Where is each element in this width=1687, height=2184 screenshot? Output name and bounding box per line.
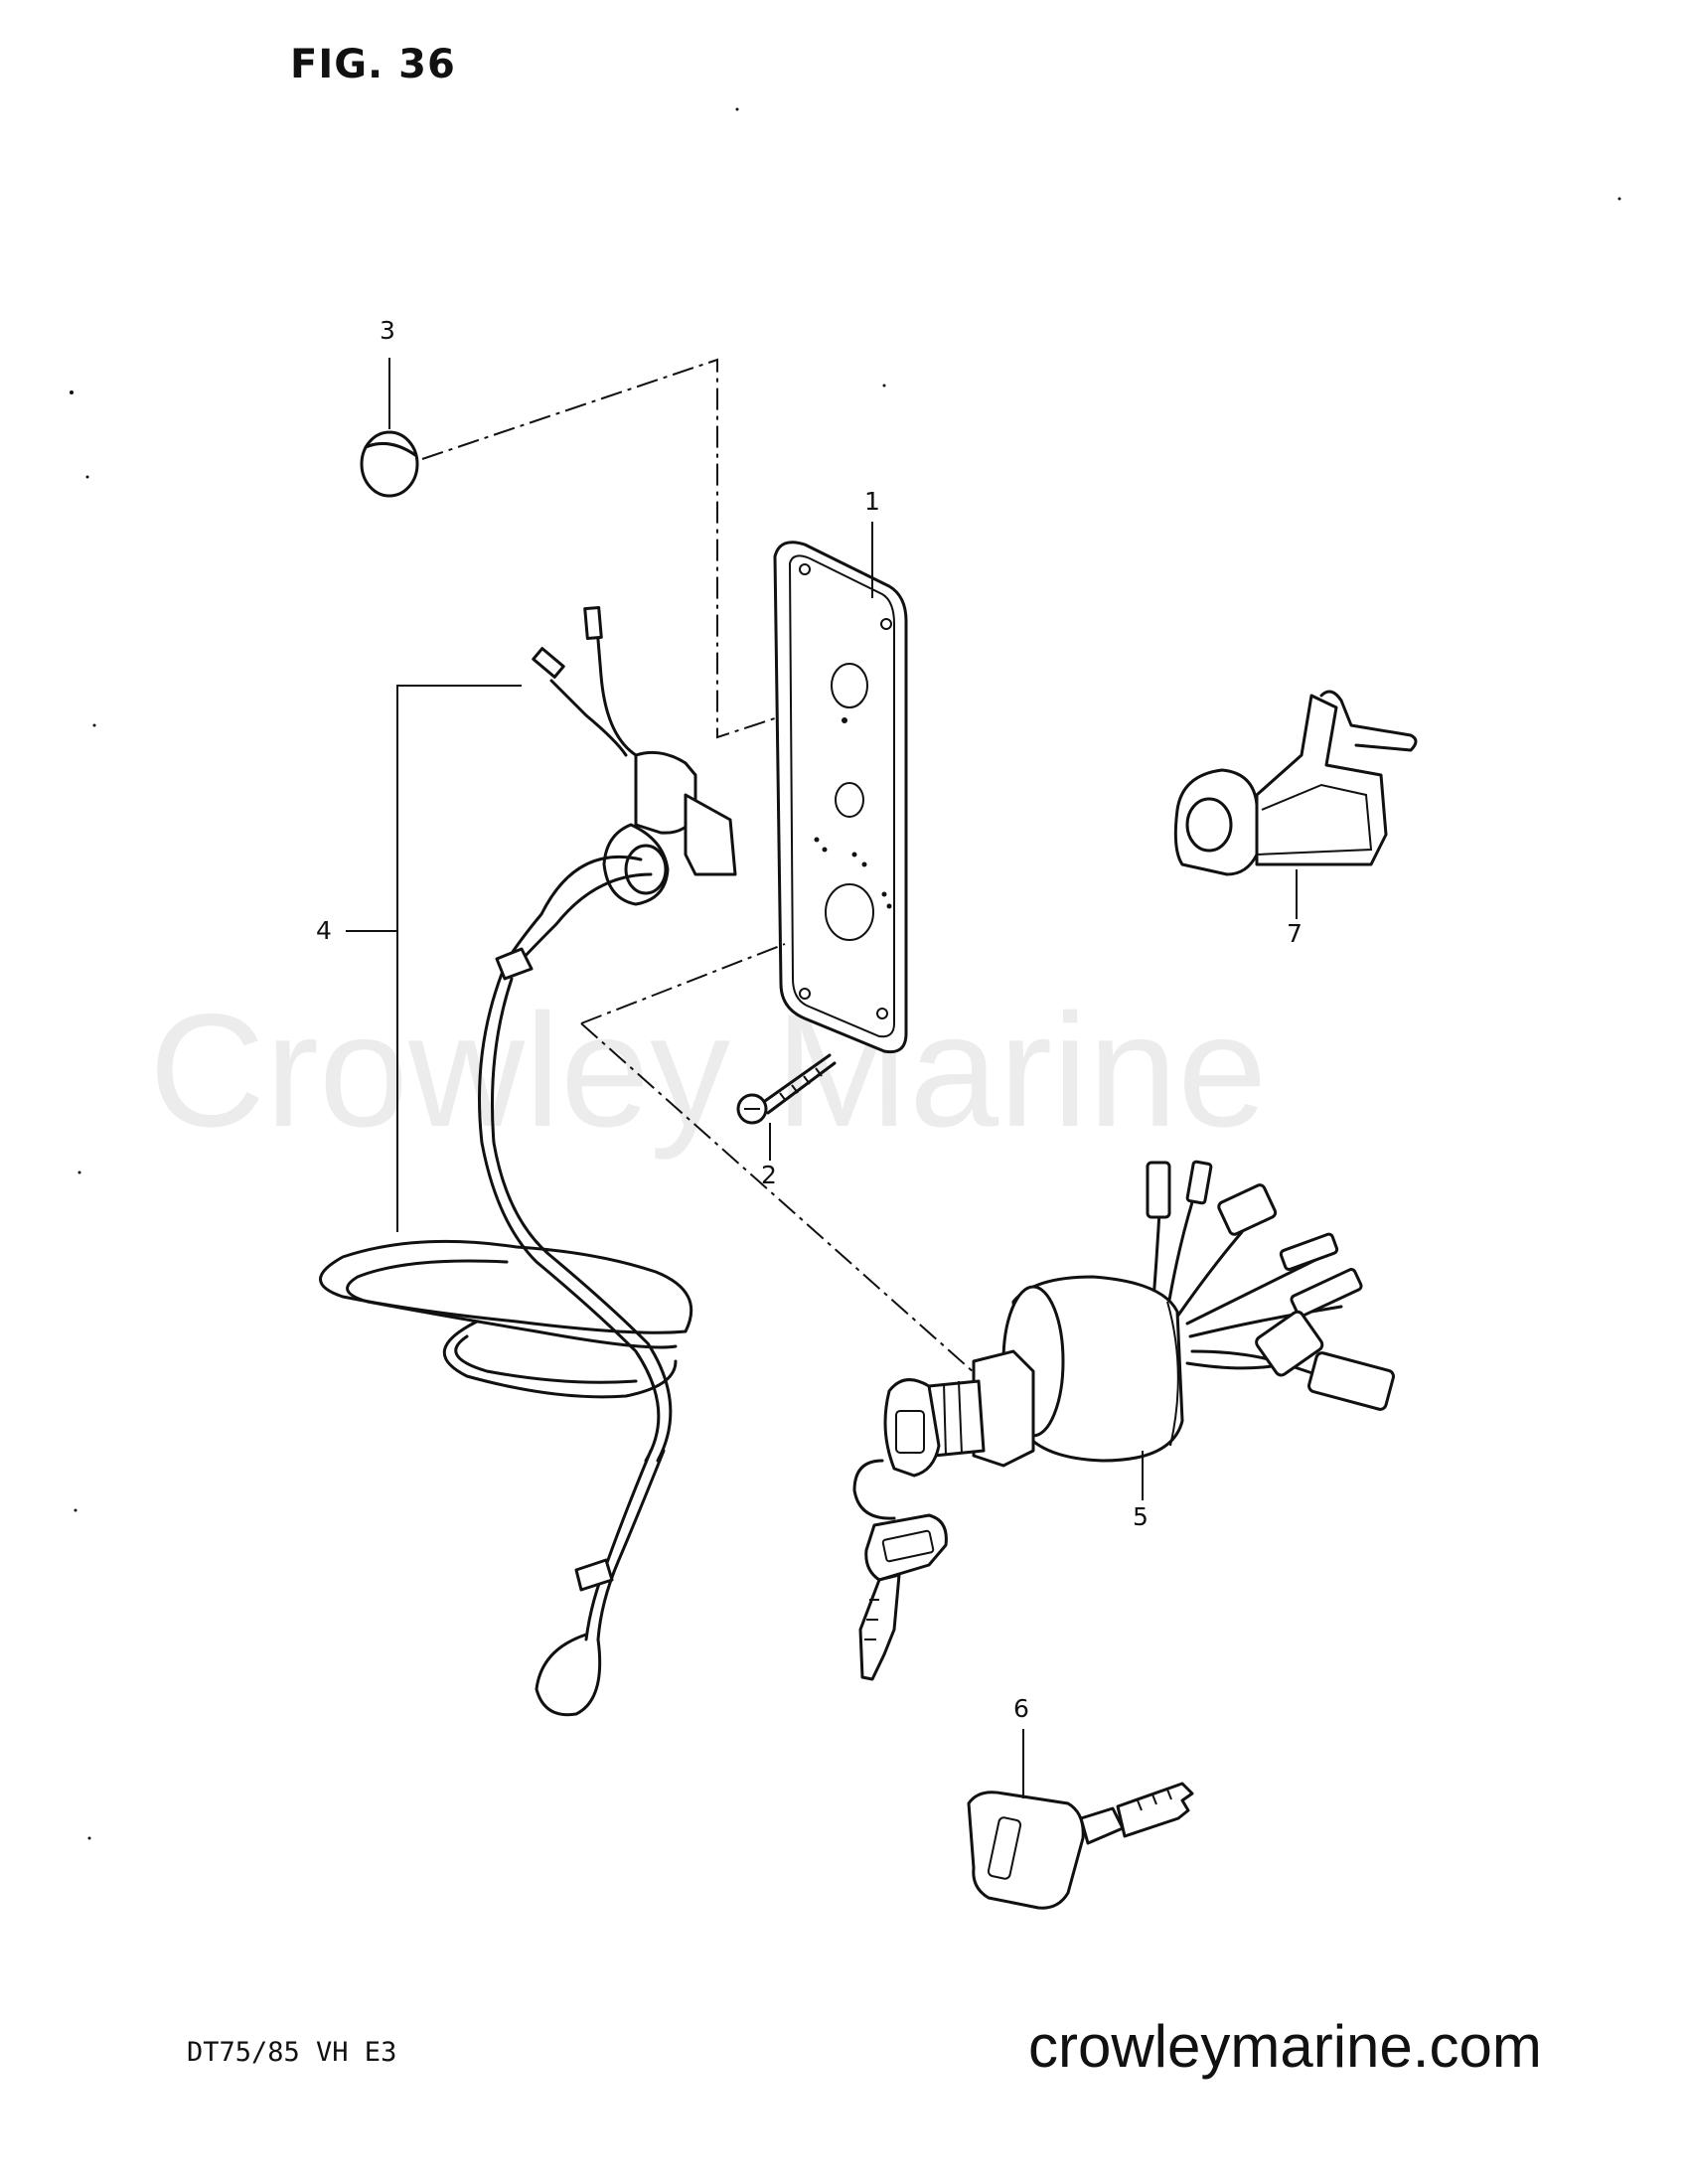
website-footer[interactable]: crowleymarine.com [1028,2013,1542,2080]
figure-title: FIG. 36 [290,42,456,87]
leader-4 [396,685,522,1232]
callout-6: 6 [1013,1694,1029,1723]
key-on-ring[interactable] [852,1459,948,1681]
part-1-switch-panel[interactable] [773,541,908,1054]
part-3-cap[interactable] [360,430,419,498]
callout-3: 3 [380,316,395,345]
part-4-stop-switch[interactable] [319,605,737,1717]
alignment-line-5 [580,943,985,1382]
callout-2: 2 [761,1161,777,1189]
callout-7: 7 [1287,919,1303,948]
part-7-bracket[interactable] [1173,690,1418,876]
part-5-ignition-switch[interactable] [883,1160,1395,1478]
scan-artifacts [70,107,1621,1840]
callout-1: 1 [864,487,880,516]
callout-5: 5 [1133,1502,1149,1531]
part-2-screw[interactable] [736,1053,837,1125]
model-code: DT75/85 VH E3 [187,2037,397,2068]
callout-4: 4 [316,916,332,945]
part-6-key[interactable] [967,1782,1194,1910]
watermark: Crowley Marine [149,981,1268,1161]
